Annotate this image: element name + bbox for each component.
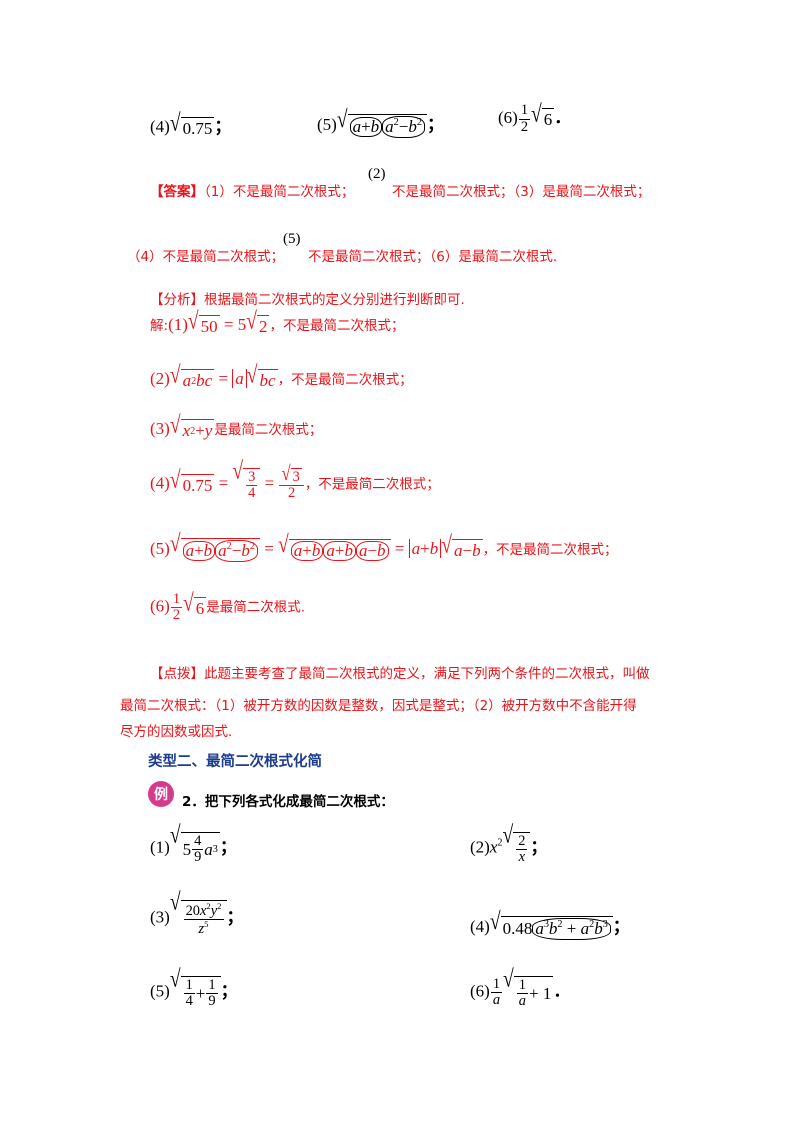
- analysis-line: 【分析】根据最简二次根式的定义分别进行判断即可.: [150, 288, 465, 308]
- solution-1: 解:(1)√50 = 5√2，不是最简二次根式；: [150, 308, 405, 337]
- comment-line-3: 尽方的因数或因式.: [120, 724, 233, 740]
- section-title: 类型二、最简二次根式化简: [148, 754, 322, 770]
- item-label: (5): [317, 115, 337, 134]
- answer-inline-5: (5): [283, 231, 301, 247]
- answer-line-1: 【答案】（1）不是最简二次根式；: [150, 180, 354, 200]
- top-item-4: (4)√0.75；: [150, 110, 232, 139]
- comment-text: 此题主要考查了最简二次根式的定义，满足下列两个条件的二次根式，叫做: [204, 666, 650, 682]
- sqrt-expr: √0.75: [169, 110, 215, 139]
- answer-text-cont-2: 不是最简二次根式；（6）是最简二次根式.: [308, 249, 558, 265]
- analysis-label: 【分析】: [150, 292, 204, 308]
- answer-inline-2: (2): [368, 166, 386, 182]
- comment-line-2: 最简二次根式：（1）被开方数的因数是整数，因式是整式；（2）被开方数中不含能开得: [120, 698, 637, 714]
- comment-line-1: 【点拨】此题主要考查了最简二次根式的定义，满足下列两个条件的二次根式，叫做: [150, 662, 650, 682]
- analysis-text: 根据最简二次根式的定义分别进行判断即可.: [204, 292, 465, 308]
- answer-text: （1）不是最简二次根式；: [204, 184, 355, 200]
- answer-line-2: （4）不是最简二次根式；: [127, 249, 285, 265]
- example-badge-icon: 例: [148, 781, 174, 807]
- comment-label: 【点拨】: [150, 666, 204, 682]
- item-label: (6): [498, 108, 518, 127]
- answer-label: 【答案】: [150, 184, 204, 200]
- item-label: (4): [150, 117, 170, 136]
- problem-statement: 2．把下列各式化成最简二次根式：: [182, 794, 394, 810]
- answer-text-cont: 不是最简二次根式；（3）是最简二次根式；: [392, 184, 651, 200]
